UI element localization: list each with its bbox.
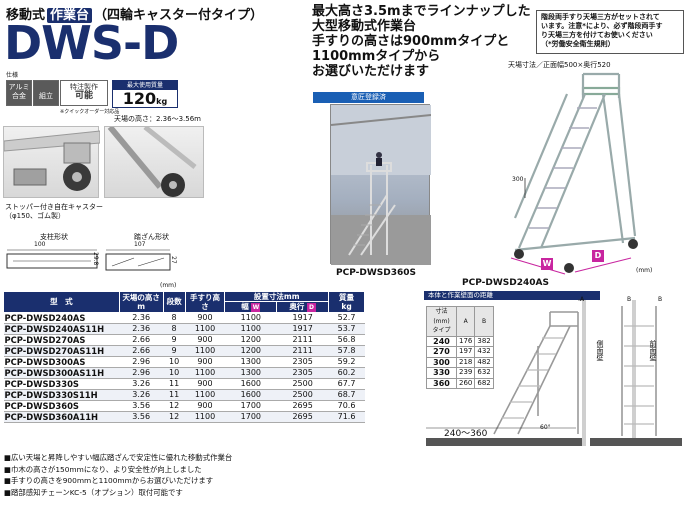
caster-caption: ストッパー付き自在キャスター （φ150、ゴム製）: [5, 203, 103, 220]
gap-col-b: B: [474, 306, 494, 337]
col-steps: 段数: [162, 291, 186, 313]
photo-right-caption: PCP-DWSD240AS: [462, 278, 549, 288]
gap-header-row: 寸法(mm)タイプ A B: [426, 306, 494, 337]
max-load-value: 120kg: [122, 89, 168, 108]
post-profile-drawing: [6, 249, 98, 269]
platform-photo-icon: [330, 105, 432, 265]
w-marker: W: [541, 258, 553, 270]
tread-profile-drawing: [105, 249, 171, 271]
col-handrail: 手すり高さ: [184, 291, 226, 313]
max-load-box: 最大使用質量 120kg: [112, 80, 178, 108]
ceiling-range: 天場の高さ：2.36～3.56m: [114, 115, 201, 123]
side-wall-label: 側面壁: [596, 340, 604, 361]
handrail-300: 300: [512, 176, 524, 183]
col-width: 幅 W: [224, 301, 278, 313]
post-height: 29.8: [92, 252, 99, 266]
spec-subheader-row: 幅 W 奥行 D: [4, 301, 365, 313]
stopper-caster-icon: [107, 125, 197, 197]
tread-profile-label: 踏ざん形状: [134, 233, 169, 241]
gap-col-a: A: [455, 306, 476, 337]
type-suffix: （四輪キャスター付タイプ）: [94, 8, 264, 23]
order-note: ※クイックオーダー対応品: [60, 109, 120, 115]
spec-label: 仕様: [6, 72, 19, 79]
gap-diagram: [426, 299, 682, 446]
headline: 最大高さ3.5mまでラインナップした 大型移動式作業台 手すりの高さは900mm…: [312, 4, 531, 79]
type-prefix: 移動式: [6, 8, 46, 23]
design-registered-badge: 意匠登録済: [313, 92, 424, 103]
caster-wheel-icon: [3, 130, 101, 191]
photo-left-caption: PCP-DWSD360S: [336, 268, 416, 278]
col-model: 型 式: [3, 291, 120, 313]
gap-b-label-1: B: [627, 296, 632, 303]
max-load-label: 最大使用質量: [113, 81, 177, 90]
tread-height: 27: [170, 256, 177, 264]
gap-range-label: 240～360: [444, 429, 488, 439]
assembly-icon: 組立: [33, 80, 59, 106]
col-setup: 設置寸法mm: [224, 291, 330, 302]
gap-b-label-2: B: [658, 296, 663, 303]
tread-width: 107: [134, 241, 146, 248]
col-depth: 奥行 D: [276, 301, 330, 313]
special-order-icon: 特注製作 可能: [60, 80, 108, 106]
front-wall-label: 前面壁: [649, 340, 657, 361]
product-type: 移動式作業台（四輪キャスター付タイプ）: [6, 4, 263, 23]
photo-right-unit: (mm): [636, 267, 653, 274]
post-width: 100: [34, 241, 46, 248]
feature-list: ■広い天場と昇降しやすい幅広踏ざんで安定性に優れた移動式作業台 ■巾木の高さが1…: [4, 453, 233, 497]
warehouse-photo: [330, 104, 432, 265]
caster-photo-1: [3, 126, 101, 198]
profile-unit: (mm): [160, 282, 177, 289]
ceiling-dimension: 天場寸法／正面幅500×奥行520: [508, 61, 611, 69]
gap-a-label: A: [580, 296, 585, 303]
gap-title: 本体と作業壁面の距離: [424, 291, 600, 300]
aluminum-alloy-icon: アルミ 合金: [6, 80, 32, 106]
caster-photo-2: [104, 125, 204, 198]
type-tag: 作業台: [47, 8, 93, 23]
gap-angle-label: 60°: [540, 424, 551, 431]
post-profile-label: 支柱形状: [40, 233, 68, 241]
d-marker: D: [592, 250, 604, 262]
product-drawing: [510, 72, 638, 275]
safety-notice: 階段両手すり天場三方がセットされて います。注意*により、必ず階段両手す り天場…: [536, 10, 684, 54]
model-title: DWS-D: [4, 16, 179, 70]
